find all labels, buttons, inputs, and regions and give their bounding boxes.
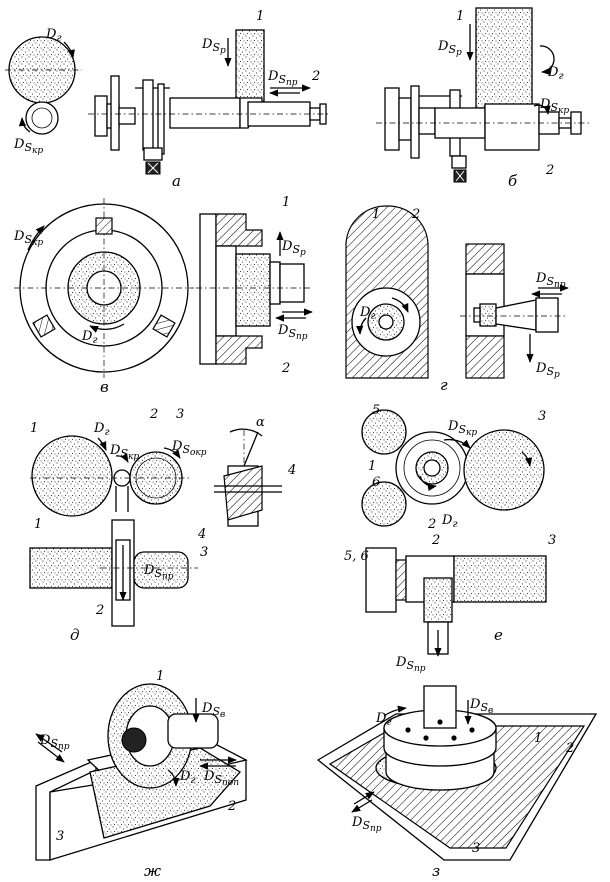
label-zh-n1: 1 <box>156 669 164 684</box>
label-e-dg: Dг <box>441 513 458 530</box>
label-d-dspr: DSпр <box>143 563 174 582</box>
label-z-n3: 3 <box>472 841 480 856</box>
label-e-n2b: 2 <box>431 533 440 548</box>
workpiece-side <box>235 253 271 327</box>
panel-d <box>29 428 282 627</box>
label-b-dsp: DSр <box>437 39 462 58</box>
label-z-dsv: DSв <box>469 697 493 716</box>
label-d-dg: Dг <box>93 421 110 438</box>
panel-v <box>14 198 313 378</box>
label-d-n4b: 4 <box>287 463 296 478</box>
label-d-dskr: DSкр <box>109 443 139 462</box>
panel-b <box>376 7 590 183</box>
label-e-n56: 5, 6 <box>344 549 369 564</box>
panel-g <box>345 205 569 379</box>
label-e-n3b: 3 <box>548 533 556 548</box>
panel-e <box>361 409 547 657</box>
caption-g: г <box>440 376 448 394</box>
label-v-dg: Dг <box>81 329 98 346</box>
label-d-n3b: 3 <box>200 545 208 560</box>
label-v-dsp: DSр <box>281 239 306 258</box>
caption-zh: ж <box>144 862 161 880</box>
label-z-dg: Dг <box>375 711 392 728</box>
wheel-1 <box>475 7 533 109</box>
workpiece <box>25 101 59 135</box>
caption-d: д <box>70 626 80 644</box>
label-a-dskr: DSкр <box>13 137 43 156</box>
label-zh-dsv: DSв <box>201 701 225 720</box>
label-z-n1: 1 <box>534 731 542 746</box>
label-d-dsokr: DSокр <box>171 439 207 458</box>
caption-z: з <box>432 862 440 880</box>
label-a-n2: 2 <box>311 69 320 84</box>
label-g-n1: 1 <box>372 207 380 222</box>
wheel-1-side <box>235 29 265 103</box>
label-e-n1: 1 <box>368 459 376 474</box>
label-zh-n3: 3 <box>56 829 64 844</box>
label-v-dskr: DSкр <box>13 229 43 248</box>
label-zh-dg: Dг <box>179 769 196 786</box>
label-b-dskr: DSкр <box>539 97 569 116</box>
label-a-n1: 1 <box>256 9 264 24</box>
caption-v: в <box>100 378 109 396</box>
label-e-n5: 5 <box>372 403 380 418</box>
caption-e: е <box>494 626 503 644</box>
roller-5 <box>361 409 407 455</box>
label-v-n2: 2 <box>281 361 290 376</box>
label-v-n1: 1 <box>282 195 290 210</box>
label-v-dspr: DSпр <box>277 323 308 342</box>
label-a-dspr: DSпр <box>267 69 298 88</box>
label-g-n2: 2 <box>411 207 420 222</box>
panel-z <box>316 685 598 861</box>
label-a-dsp: DSр <box>201 37 226 56</box>
label-g-dsp: DSр <box>535 361 560 380</box>
label-z-dspr: DSпр <box>351 815 382 834</box>
label-zh-n2: 2 <box>227 799 236 814</box>
label-e-dskr: DSкр <box>447 419 477 438</box>
label-b-n2: 2 <box>545 163 554 178</box>
wheel-1 <box>31 435 113 517</box>
label-a-dg: Dг <box>45 27 62 44</box>
label-d-n2: 2 <box>149 407 158 422</box>
label-z-n2: 2 <box>565 741 574 756</box>
label-e-n2: 2 <box>427 517 436 532</box>
label-e-n3: 3 <box>538 409 546 424</box>
label-b-n1: 1 <box>456 9 464 24</box>
label-e-n6: 6 <box>372 475 380 490</box>
workpiece-2 <box>169 97 241 129</box>
label-d-n1: 1 <box>30 421 38 436</box>
panel-zh <box>35 683 248 861</box>
label-b-dg: Dг <box>547 65 564 82</box>
label-d-alpha: α <box>256 415 265 430</box>
label-e-dspr: DSпр <box>395 655 426 674</box>
label-zh-dspr: DSпр <box>39 733 70 752</box>
wheel-3 <box>463 429 545 511</box>
label-d-n4: 4 <box>197 527 206 542</box>
label-g-dg: Dг <box>359 305 376 322</box>
label-d-n1b: 1 <box>34 517 42 532</box>
label-zh-dspop: DSпоп <box>203 769 239 788</box>
label-g-dspr: DSпр <box>535 271 566 290</box>
caption-b: б <box>508 172 518 190</box>
label-d-n3: 3 <box>176 407 184 422</box>
label-d-n2b: 2 <box>95 603 104 618</box>
roller-6 <box>361 481 407 527</box>
workpiece-2 <box>484 103 540 151</box>
caption-a: а <box>172 172 181 190</box>
panel-a <box>5 29 330 175</box>
